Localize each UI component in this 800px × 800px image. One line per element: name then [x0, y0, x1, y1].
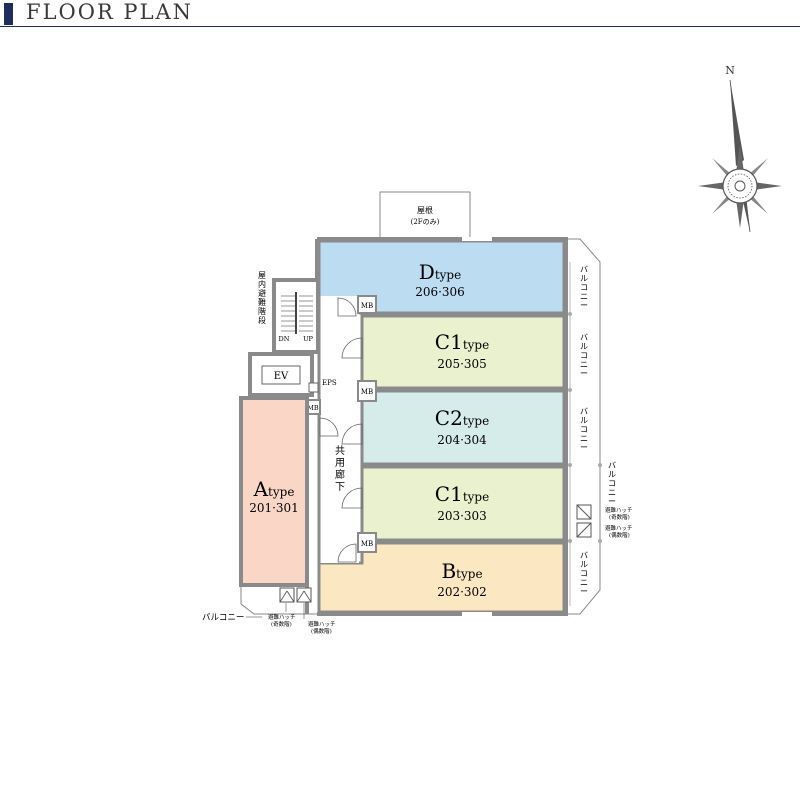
- roof-label: 屋根: [417, 205, 433, 215]
- bottom-balcony: [240, 586, 317, 615]
- common-corridor: 共用廊下: [317, 296, 363, 563]
- unit-c1-upper: C1type 205·305: [360, 314, 566, 390]
- elevator: EV: [248, 352, 314, 397]
- unit-d-type-label: Dtype: [419, 260, 461, 284]
- hatch-icon: [576, 504, 592, 538]
- ev-label: EV: [274, 371, 289, 382]
- mb-box-2: [357, 380, 377, 402]
- right-balcony: バルコニー バルコニー バルコニー バルコニー バルコニー: [566, 238, 616, 615]
- hatch-even-label: 避難ハッチ: [605, 524, 633, 532]
- hatch-even-sublabel: (偶数階): [609, 531, 630, 539]
- compass-north-label: N: [725, 64, 735, 77]
- header: FLOOR PLAN: [0, 0, 800, 30]
- unit-d-rooms: 206·306: [415, 285, 465, 299]
- balcony-label-b: バルコニー: [580, 551, 588, 596]
- header-rule: [0, 26, 800, 27]
- hatch-even-label-bottom: 避難ハッチ: [308, 620, 336, 628]
- unit-a-type-label: Atype: [253, 477, 295, 501]
- stairs-label: 屋内避難階段: [258, 271, 266, 325]
- hatch-even-sublabel-bottom: (偶数階): [311, 627, 332, 635]
- balcony-label-c1-lower: バルコニー: [608, 461, 616, 506]
- unit-c1-lower-type-label: C1type: [435, 482, 489, 506]
- balcony-label-a: バルコニー: [202, 613, 244, 623]
- stairs-icon: [272, 278, 320, 354]
- roof-area: 屋根 (2Fのみ): [379, 191, 471, 242]
- compass-rose-icon: N: [698, 64, 782, 233]
- hatch-odd-label: 避難ハッチ: [605, 506, 633, 514]
- mb-label-4: MB: [307, 404, 319, 412]
- hatch-odd-sublabel: (奇数階): [609, 513, 630, 521]
- unit-c2-type-label: C2type: [435, 406, 489, 430]
- unit-c2: C2type 204·304: [360, 389, 566, 466]
- balcony-label-d: バルコニー: [580, 265, 588, 310]
- unit-c1-upper-rooms: 205·305: [437, 357, 487, 371]
- mb-label-1: MB: [361, 302, 373, 310]
- header-accent-bar: [4, 3, 13, 25]
- unit-c1-lower-rooms: 203·303: [437, 509, 487, 523]
- corridor-label: 共用廊下: [335, 445, 345, 493]
- mb-label-3: MB: [361, 540, 373, 548]
- page-title: FLOOR PLAN: [26, 0, 194, 24]
- unit-a-rooms: 201·301: [249, 501, 299, 515]
- mb-label-2: MB: [361, 388, 373, 396]
- unit-a: Atype 201·301: [239, 396, 309, 587]
- unit-c1-lower: C1type 203·303: [360, 465, 566, 542]
- balcony-label-c1-upper: バルコニー: [580, 333, 588, 378]
- stairs-up-label: UP: [303, 335, 313, 343]
- unit-b: Btype 202·302: [317, 541, 566, 616]
- unit-b-type-label: Btype: [441, 559, 482, 583]
- unit-c1-upper-type-label: C1type: [435, 330, 489, 354]
- mb-box-1: [357, 295, 377, 314]
- hatch-odd-label-bottom: 避難ハッチ: [268, 613, 296, 621]
- stairs-down-label: DN: [279, 335, 290, 343]
- balcony-label-c2: バルコニー: [580, 407, 588, 452]
- roof-sublabel: (2Fのみ): [411, 218, 440, 226]
- unit-b-rooms: 202·302: [437, 585, 487, 599]
- eps-label: EPS: [322, 379, 337, 387]
- hatch-odd-sublabel-bottom: (奇数階): [271, 620, 292, 628]
- mb-box-3: [357, 532, 377, 553]
- eps-box: [308, 382, 319, 393]
- unit-c2-rooms: 204·304: [437, 433, 487, 447]
